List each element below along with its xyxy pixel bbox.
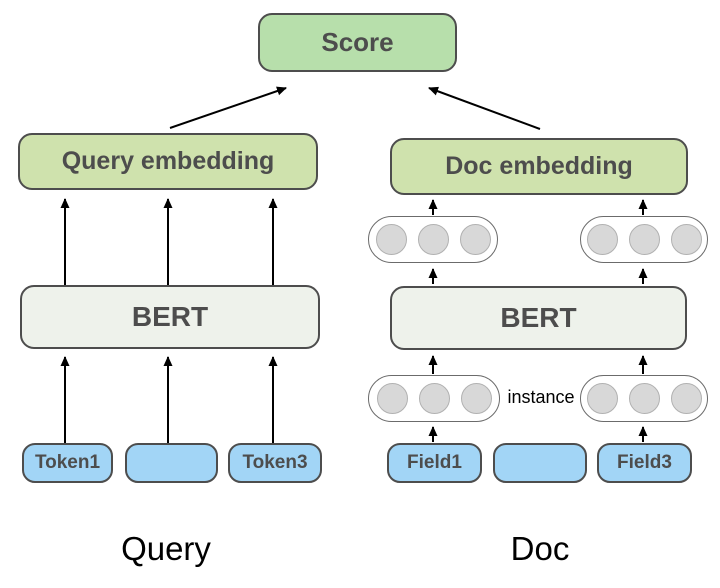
field3-label: Field3	[617, 452, 672, 473]
arrow-qemb-to-score	[169, 86, 287, 129]
field-embedding-pill-right	[580, 216, 708, 263]
arrow-demb-to-score	[428, 86, 541, 130]
vector-cell	[586, 383, 618, 414]
score-label: Score	[321, 27, 394, 57]
vector-cell	[628, 224, 660, 255]
field3-box: Field3	[597, 443, 692, 483]
token1-label: Token1	[34, 452, 101, 473]
query-embedding-label: Query embedding	[61, 147, 275, 175]
vector-cell	[376, 383, 408, 414]
query-bert-label: BERT	[131, 301, 209, 332]
token3-label: Token3	[242, 452, 308, 473]
doc-embedding-box: Doc embedding	[390, 138, 688, 195]
vector-cell	[417, 224, 449, 255]
query-bert-box: BERT	[20, 285, 320, 349]
vector-cell	[628, 383, 660, 414]
field-embedding-pill-left	[368, 216, 498, 263]
instance-pill-left	[368, 375, 500, 422]
vector-cell	[670, 383, 702, 414]
vector-cell	[460, 383, 492, 414]
query-caption: Query	[121, 530, 211, 567]
token3-box: Token3	[228, 443, 322, 483]
vector-cell	[375, 224, 407, 255]
doc-caption: Doc	[510, 530, 570, 567]
instance-label: instance	[507, 387, 575, 407]
token1-box: Token1	[22, 443, 113, 483]
field2-box	[493, 443, 587, 483]
doc-embedding-label: Doc embedding	[445, 152, 633, 180]
vector-cell	[459, 224, 491, 255]
field1-box: Field1	[387, 443, 482, 483]
vector-cell	[670, 224, 702, 255]
vector-cell	[586, 224, 618, 255]
score-box: Score	[258, 13, 457, 72]
instance-pill-right	[580, 375, 708, 422]
doc-bert-label: BERT	[500, 302, 577, 333]
doc-bert-box: BERT	[390, 286, 687, 350]
vector-cell	[418, 383, 450, 414]
token2-box	[125, 443, 218, 483]
query-embedding-box: Query embedding	[18, 133, 318, 190]
field1-label: Field1	[407, 452, 462, 473]
